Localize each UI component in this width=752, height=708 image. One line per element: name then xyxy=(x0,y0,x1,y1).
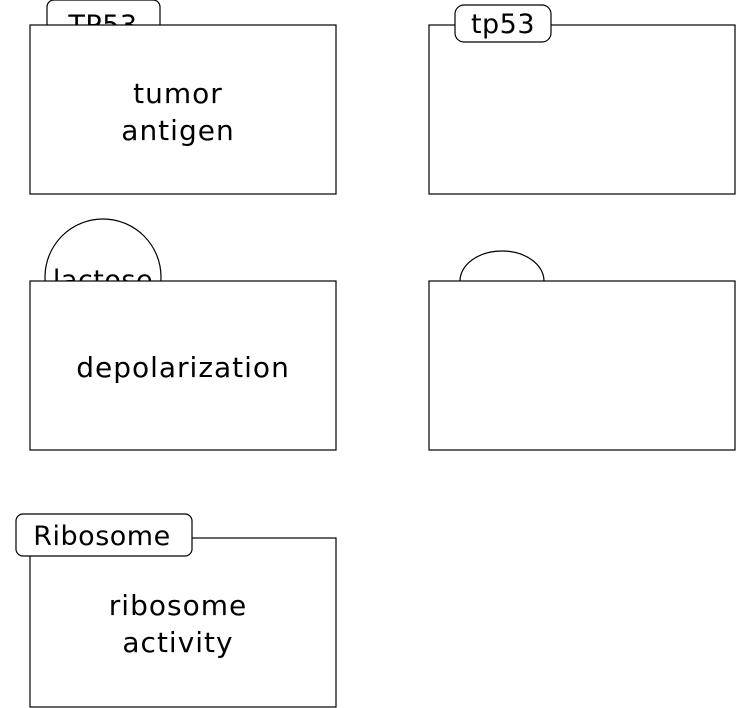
glyph-empty-ellipse xyxy=(428,250,736,451)
box-label-line-2: activity xyxy=(122,626,233,659)
glyph-tumor-antigen: TP53 tumor antigen xyxy=(29,0,337,195)
unit-of-information-tp53-lower xyxy=(454,4,552,43)
glyph-tp53: tp53 xyxy=(428,4,736,195)
box-label-line-1: ribosome xyxy=(109,589,247,622)
box-label-line-2: antigen xyxy=(121,114,234,147)
process-box xyxy=(428,280,736,451)
process-box xyxy=(29,280,337,451)
process-box xyxy=(428,24,736,195)
box-label-line-1: depolarization xyxy=(76,351,290,384)
box-label-line-1: tumor xyxy=(133,77,223,110)
process-box xyxy=(29,24,337,195)
unit-of-information-ribosome xyxy=(15,513,193,557)
process-box xyxy=(29,537,337,708)
glyph-ribosome-activity: Ribosome ribosome activity xyxy=(15,513,337,708)
unit-of-information-label: tp53 xyxy=(471,9,535,40)
glyph-depolarization: lactose depolarization xyxy=(29,218,337,451)
unit-of-information-label: Ribosome xyxy=(33,521,170,552)
